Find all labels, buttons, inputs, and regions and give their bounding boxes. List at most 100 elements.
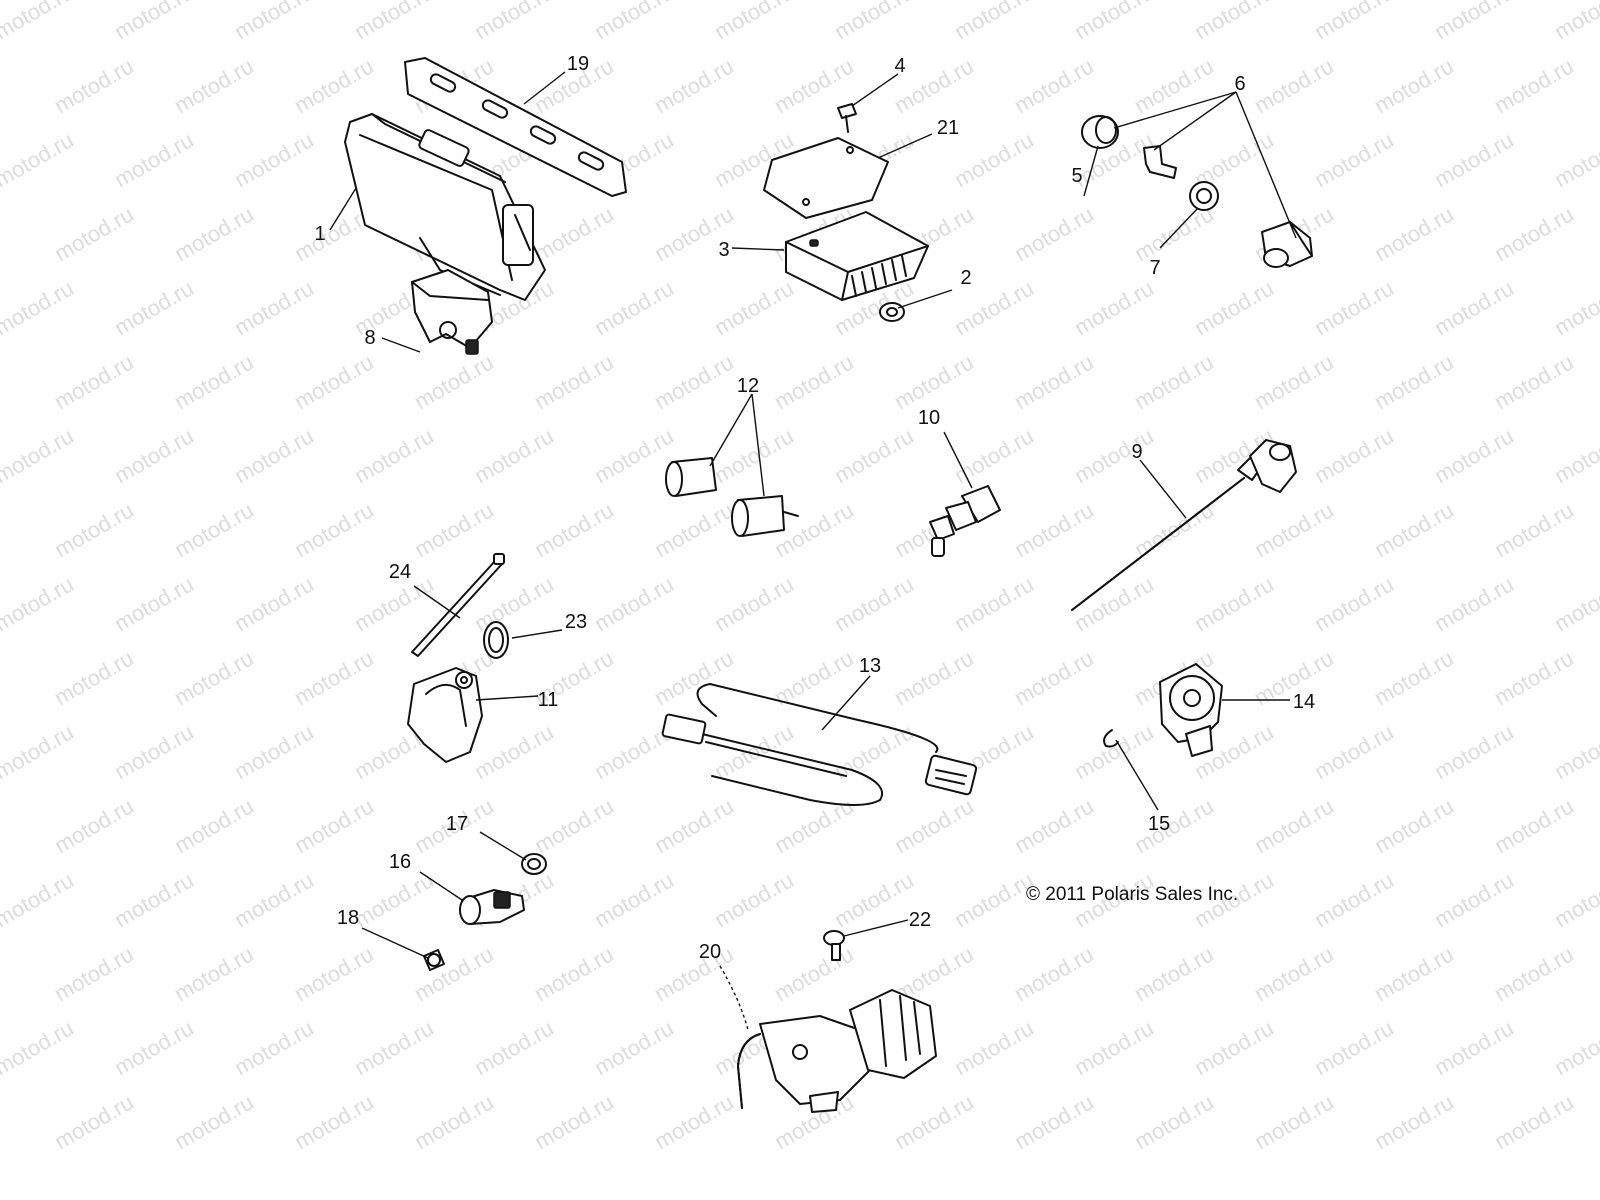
watermark-text: motod.ru: [110, 0, 198, 44]
watermark-text: motod.ru: [1550, 423, 1600, 488]
watermark-text: motod.ru: [170, 645, 258, 710]
callout-17: 17: [446, 813, 468, 835]
watermark-text: motod.ru: [1490, 53, 1578, 118]
watermark-text: motod.ru: [1550, 571, 1600, 636]
part-24-cable-tie: [411, 553, 505, 657]
watermark-text: motod.ru: [470, 719, 558, 784]
watermark-text: motod.ru: [1010, 793, 1098, 858]
watermark-text: motod.ru: [950, 1015, 1038, 1080]
watermark-text: motod.ru: [350, 867, 438, 932]
watermark-text: motod.ru: [530, 349, 618, 414]
watermark-text: motod.ru: [1010, 497, 1098, 562]
watermark-text: motod.ru: [830, 571, 918, 636]
callout-10: 10: [918, 407, 940, 429]
part-5-cap: [1081, 115, 1119, 149]
watermark-text: motod.ru: [50, 201, 138, 266]
watermark-text: motod.ru: [950, 0, 1038, 44]
part-2-grommet: [879, 302, 905, 322]
watermark-text: motod.ru: [50, 1089, 138, 1154]
watermark-text: motod.ru: [530, 793, 618, 858]
watermark-text: motod.ru: [830, 0, 918, 44]
watermark-text: motod.ru: [710, 423, 798, 488]
callout-7: 7: [1149, 257, 1160, 279]
watermark-text: motod.ru: [650, 645, 738, 710]
watermark-text: motod.ru: [1070, 719, 1158, 784]
watermark-text: motod.ru: [590, 571, 678, 636]
watermark-text: motod.ru: [1550, 867, 1600, 932]
callout-5: 5: [1071, 165, 1082, 187]
watermark-text: motod.ru: [170, 53, 258, 118]
watermark-text: motod.ru: [350, 1015, 438, 1080]
watermark-text: motod.ru: [1550, 719, 1600, 784]
part-21-cover: [763, 137, 889, 219]
watermark-text: motod.ru: [1070, 423, 1158, 488]
watermark-text: motod.ru: [1310, 719, 1398, 784]
watermark-text: motod.ru: [1190, 275, 1278, 340]
watermark-text: motod.ru: [950, 571, 1038, 636]
part-13-harness: [661, 683, 978, 806]
watermark-text: motod.ru: [1310, 275, 1398, 340]
watermark-text: motod.ru: [1310, 127, 1398, 192]
watermark-text: motod.ru: [230, 1015, 318, 1080]
part-4-screw: [837, 103, 857, 133]
watermark-text: motod.ru: [530, 1089, 618, 1154]
watermark-text: motod.ru: [50, 645, 138, 710]
watermark-text: motod.ru: [1430, 127, 1518, 192]
watermark-text: motod.ru: [110, 867, 198, 932]
watermark-text: motod.ru: [1550, 127, 1600, 192]
watermark-text: motod.ru: [1010, 1089, 1098, 1154]
watermark-text: motod.ru: [1370, 941, 1458, 1006]
watermark-text: motod.ru: [1550, 275, 1600, 340]
watermark-text: motod.ru: [1490, 941, 1578, 1006]
watermark-text: motod.ru: [0, 275, 78, 340]
watermark-text: motod.ru: [1310, 0, 1398, 44]
watermark-text: motod.ru: [710, 719, 798, 784]
watermark-text: motod.ru: [1310, 1015, 1398, 1080]
watermark-text: motod.ru: [890, 1089, 978, 1154]
watermark-text: motod.ru: [710, 275, 798, 340]
callout-2: 2: [960, 267, 971, 289]
watermark-text: motod.ru: [0, 1015, 78, 1080]
callout-15: 15: [1148, 813, 1170, 835]
watermark-text: motod.ru: [1250, 349, 1338, 414]
watermark-text: motod.ru: [0, 0, 78, 44]
watermark-text: motod.ru: [1010, 201, 1098, 266]
watermark-text: motod.ru: [1370, 1089, 1458, 1154]
watermark-text: motod.ru: [530, 941, 618, 1006]
watermark-text: motod.ru: [1130, 1089, 1218, 1154]
copyright-notice: © 2011 Polaris Sales Inc.: [1026, 884, 1238, 905]
watermark-text: motod.ru: [1070, 1015, 1158, 1080]
watermark-text: motod.ru: [770, 349, 858, 414]
watermark-text: motod.ru: [770, 645, 858, 710]
watermark-text: motod.ru: [1190, 0, 1278, 44]
watermark-text: motod.ru: [0, 423, 78, 488]
part-14-knock-sensor: [1159, 663, 1223, 757]
callout-24: 24: [389, 561, 411, 583]
watermark-text: motod.ru: [1490, 1089, 1578, 1154]
watermark-text: motod.ru: [1010, 53, 1098, 118]
watermark-text: motod.ru: [590, 867, 678, 932]
watermark-text: motod.ru: [110, 1015, 198, 1080]
watermark-text: motod.ru: [710, 0, 798, 44]
watermark-text: motod.ru: [950, 423, 1038, 488]
watermark-text: motod.ru: [1250, 941, 1338, 1006]
watermark-text: motod.ru: [1250, 497, 1338, 562]
watermark-text: motod.ru: [1490, 497, 1578, 562]
watermark-text: motod.ru: [110, 719, 198, 784]
part-9-rod-sensor: [1071, 439, 1297, 611]
callout-9: 9: [1131, 441, 1142, 463]
watermark-text: motod.ru: [1130, 941, 1218, 1006]
watermark-text: motod.ru: [50, 793, 138, 858]
watermark-text: motod.ru: [290, 497, 378, 562]
watermark-text: motod.ru: [410, 497, 498, 562]
callout-16: 16: [389, 851, 411, 873]
part-18-bolt: [423, 949, 445, 971]
watermark-text: motod.ru: [1190, 1015, 1278, 1080]
watermark-text: motod.ru: [1130, 349, 1218, 414]
watermark-text: motod.ru: [1370, 497, 1458, 562]
watermark-text: motod.ru: [1130, 53, 1218, 118]
part-19-bracket: [404, 57, 627, 197]
watermark-text: motod.ru: [350, 423, 438, 488]
watermark-text: motod.ru: [290, 645, 378, 710]
watermark-text: motod.ru: [1250, 1089, 1338, 1154]
